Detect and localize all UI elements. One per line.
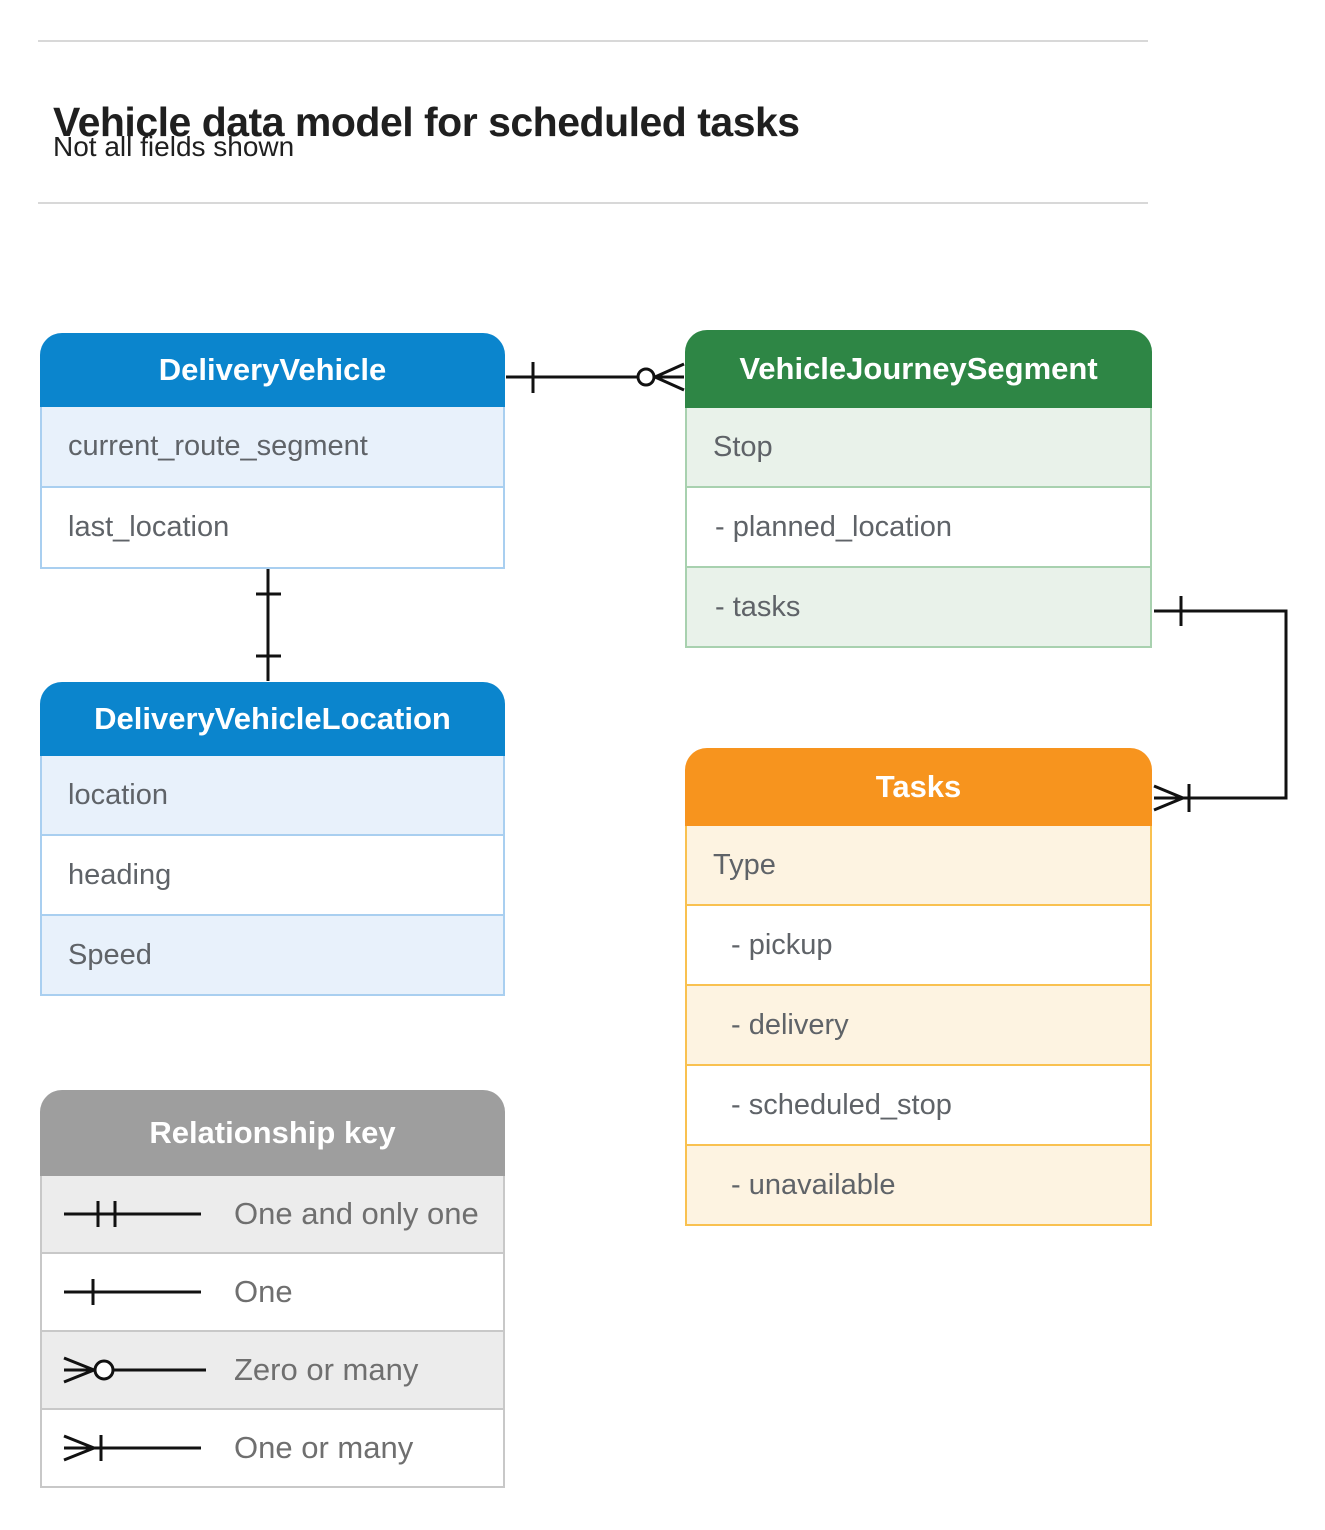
field-unavailable: - unavailable (687, 1144, 1150, 1224)
relationship-key-title: Relationship key (40, 1090, 505, 1176)
connector-deliveryvehicle-vehiclejourneysegment (506, 362, 685, 393)
entity-delivery-vehicle: DeliveryVehicle current_route_segment la… (40, 333, 505, 569)
field-location: location (42, 756, 503, 834)
entity-delivery-vehicle-location: DeliveryVehicleLocation location heading… (40, 682, 505, 996)
legend-label: One (234, 1274, 293, 1309)
page-subtitle: Not all fields shown (53, 131, 295, 162)
field-delivery: - delivery (687, 984, 1150, 1064)
relationship-key: Relationship key One and only one One (40, 1090, 505, 1488)
legend-label: Zero or many (234, 1352, 419, 1387)
one-or-many-icon (56, 1431, 224, 1465)
entity-vehicle-journey-segment-body: Stop - planned_location - tasks (685, 408, 1152, 648)
entity-vehicle-journey-segment-title: VehicleJourneySegment (685, 330, 1152, 408)
field-current-route-segment: current_route_segment (42, 407, 503, 486)
field-tasks: - tasks (687, 566, 1150, 646)
zero-or-many-icon (56, 1353, 224, 1387)
field-heading: heading (42, 834, 503, 914)
entity-delivery-vehicle-body: current_route_segment last_location (40, 407, 505, 569)
legend-item-zero-or-many: Zero or many (42, 1330, 503, 1408)
connector-vehiclejourneysegment-tasks (1153, 596, 1288, 812)
one-and-only-one-icon (56, 1197, 224, 1231)
legend-item-one-or-many: One or many (42, 1408, 503, 1486)
entity-delivery-vehicle-location-body: location heading Speed (40, 756, 505, 996)
entity-tasks-title: Tasks (685, 748, 1152, 826)
legend-item-one: One (42, 1252, 503, 1330)
connector-deliveryvehicle-deliveryvehiclelocation (256, 569, 281, 681)
legend-item-one-and-only-one: One and only one (42, 1176, 503, 1252)
entity-tasks-body: Type - pickup - delivery - scheduled_sto… (685, 826, 1152, 1226)
field-last-location: last_location (42, 486, 503, 567)
field-speed: Speed (42, 914, 503, 994)
one-icon (56, 1275, 224, 1309)
header-divider (38, 202, 1148, 204)
entity-delivery-vehicle-title: DeliveryVehicle (40, 333, 505, 407)
entity-vehicle-journey-segment: VehicleJourneySegment Stop - planned_loc… (685, 330, 1152, 648)
top-divider (38, 40, 1148, 42)
field-planned-location: - planned_location (687, 486, 1150, 566)
legend-label: One or many (234, 1430, 414, 1465)
entity-delivery-vehicle-location-title: DeliveryVehicleLocation (40, 682, 505, 756)
field-pickup: - pickup (687, 904, 1150, 984)
legend-label: One and only one (234, 1196, 479, 1231)
field-type: Type (687, 826, 1150, 904)
entity-tasks: Tasks Type - pickup - delivery - schedul… (685, 748, 1152, 1226)
relationship-key-body: One and only one One Zero o (40, 1176, 505, 1488)
page-title: Vehicle data model for scheduled tasks (53, 99, 800, 146)
field-stop: Stop (687, 408, 1150, 486)
field-scheduled-stop: - scheduled_stop (687, 1064, 1150, 1144)
